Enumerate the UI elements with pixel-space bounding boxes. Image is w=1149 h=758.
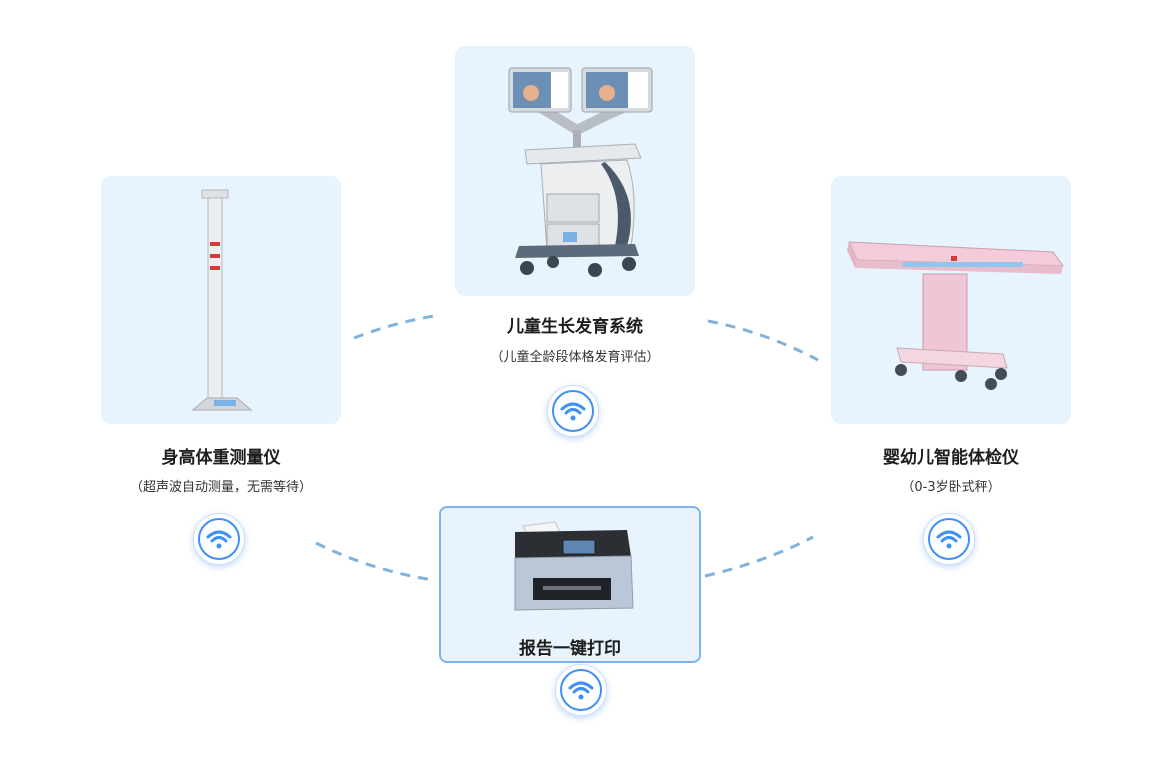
printer-title: 报告一键打印 [519,639,621,659]
infant-scale-image [847,241,1064,390]
wifi-icon [193,513,245,565]
height-weight-subtitle: （超声波自动测量，无需等待） [129,480,312,495]
wifi-icon [555,664,607,716]
infant-scale-card [831,176,1071,424]
infant-scale-subtitle: （0-3岁卧式秤） [901,480,1001,495]
growth-system-image [508,67,653,277]
printer-card: 报告一键打印 [439,506,701,663]
growth-system-title: 儿童生长发育系统 [507,317,643,337]
height-weight-title: 身高体重测量仪 [161,448,281,468]
infant-scale-title: 婴幼儿智能体检仪 [883,448,1019,468]
growth-system-card [455,46,695,296]
growth-system-subtitle: （儿童全龄段体格发育评估） [490,350,660,365]
printer-image [514,521,634,611]
wifi-icon [923,513,975,565]
height-weight-image [191,189,253,411]
wifi-icon [547,385,599,437]
height-weight-card [101,176,341,424]
